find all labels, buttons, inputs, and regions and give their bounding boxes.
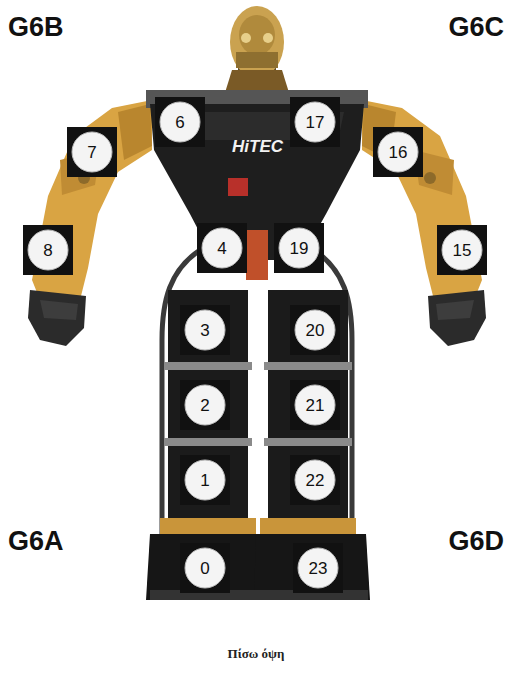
servo-number: 23: [309, 560, 328, 577]
servo-circle: [298, 548, 338, 588]
servo-circle: [185, 310, 225, 350]
servo-number: 6: [175, 114, 184, 131]
servo-circle: [279, 228, 319, 268]
servo-id-box: 7: [67, 127, 117, 177]
servo-number: 8: [43, 242, 52, 259]
servo-circle: [378, 132, 418, 172]
servo-number: 2: [200, 397, 209, 414]
servo-circle: [442, 230, 482, 270]
servo-number: 4: [217, 240, 226, 257]
servo-id-box: 23: [293, 543, 343, 593]
cable: [162, 250, 352, 560]
servo-circle: [295, 310, 335, 350]
servo-circle: [160, 102, 200, 142]
servo-id-box: 8: [23, 225, 73, 275]
servo-number: 1: [200, 472, 209, 489]
servo-number: 20: [306, 322, 325, 339]
robot-arm: [28, 100, 152, 346]
servo-circle: [28, 230, 68, 270]
servo-circle: [295, 102, 335, 142]
robot-leg: [146, 290, 370, 600]
servo-number: 19: [290, 240, 309, 257]
servo-circle: [295, 460, 335, 500]
robot-head: [224, 6, 290, 100]
servo-id-box: 6: [155, 97, 205, 147]
servo-id-box: 17: [290, 97, 340, 147]
servo-number: 3: [200, 322, 209, 339]
servo-circle: [72, 132, 112, 172]
robot-arm: [362, 100, 486, 346]
servo-number: 17: [306, 114, 325, 131]
servo-id-box: 22: [290, 455, 340, 505]
servo-id-box: 1: [180, 455, 230, 505]
servo-id-box: 3: [180, 305, 230, 355]
servo-number: 16: [389, 144, 408, 161]
group-label: G6A: [8, 528, 64, 555]
group-label: G6D: [448, 528, 504, 555]
figure-caption: Πίσω όψη: [228, 646, 285, 662]
group-label: G6C: [448, 14, 504, 41]
brand-logo: HiTEC: [232, 138, 283, 155]
group-label: G6B: [8, 14, 64, 41]
servo-number: 22: [306, 472, 325, 489]
servo-id-box: 0: [180, 543, 230, 593]
servo-number: 7: [87, 144, 96, 161]
servo-id-box: 20: [290, 305, 340, 355]
servo-circle: [295, 385, 335, 425]
servo-circle: [185, 548, 225, 588]
servo-number: 0: [200, 560, 209, 577]
servo-id-box: 19: [274, 223, 324, 273]
servo-id-box: 15: [437, 225, 487, 275]
servo-number: 21: [306, 397, 325, 414]
servo-id-box: 21: [290, 380, 340, 430]
servo-circle: [185, 385, 225, 425]
servo-id-box: 16: [373, 127, 423, 177]
servo-number: 15: [453, 242, 472, 259]
servo-id-box: 2: [180, 380, 230, 430]
servo-circle: [202, 228, 242, 268]
servo-circle: [185, 460, 225, 500]
robot-torso: [146, 90, 368, 280]
servo-id-box: 4: [197, 223, 247, 273]
